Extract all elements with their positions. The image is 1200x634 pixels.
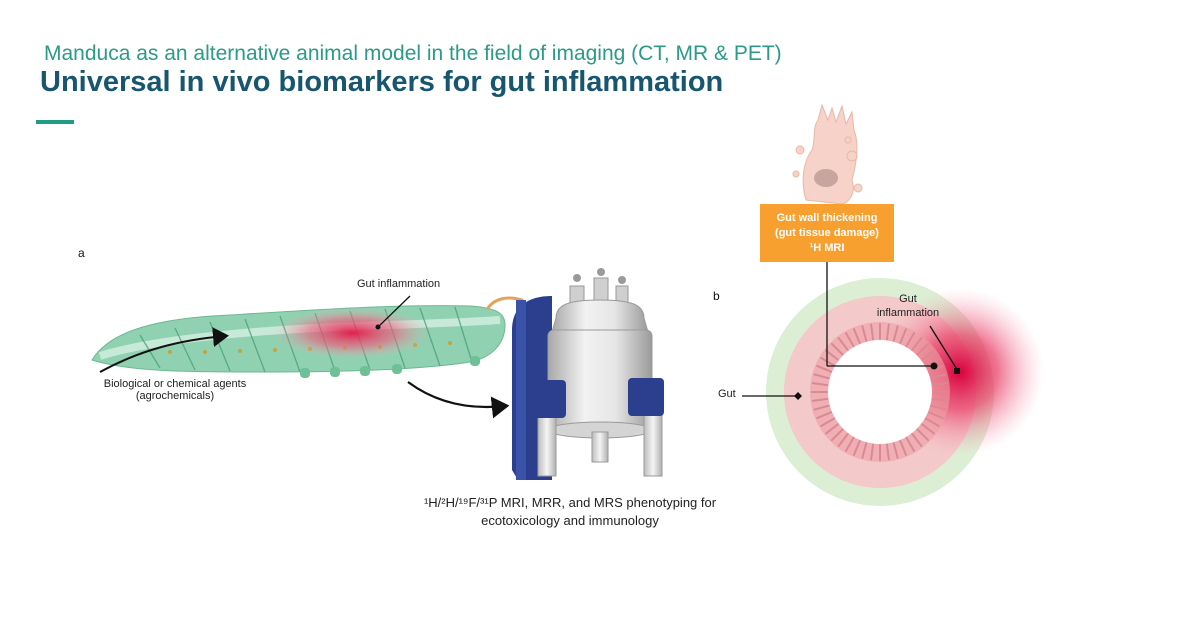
villus	[924, 417, 940, 427]
villus	[813, 373, 830, 380]
gut-inflammation-b-line2: inflammation	[876, 307, 940, 319]
box-line2: (gut tissue damage)	[775, 226, 879, 239]
villus	[931, 382, 949, 387]
panel-a-letter: a	[78, 246, 85, 260]
villus	[911, 433, 923, 447]
villus	[820, 417, 836, 427]
villus	[813, 404, 830, 411]
villus	[837, 337, 849, 351]
villus	[905, 436, 915, 452]
agents-label-line1: Biological or chemical agents	[103, 378, 247, 390]
villus	[892, 442, 899, 459]
villus	[845, 332, 855, 348]
villus	[930, 373, 947, 380]
villus	[811, 397, 829, 402]
villus	[905, 332, 915, 348]
villus	[930, 404, 947, 411]
villus	[921, 349, 935, 361]
gut-inflammation-pointer-b	[929, 325, 959, 372]
villus	[924, 357, 940, 367]
agents-label-line2: (agrochemicals)	[135, 390, 215, 402]
mri-caption-line2: ecotoxicology and immunology	[481, 513, 659, 528]
villus	[927, 411, 944, 420]
villus	[811, 382, 829, 387]
villus	[861, 442, 868, 459]
mri-scanner-illustration	[512, 268, 664, 480]
villus	[916, 342, 930, 356]
box-line1: Gut wall thickening	[776, 211, 878, 224]
villus	[911, 337, 923, 351]
villus	[916, 428, 930, 442]
villus	[852, 328, 861, 345]
villus	[899, 328, 908, 345]
slide-title: Universal in vivo biomarkers for gut inf…	[40, 66, 724, 98]
villus	[870, 323, 875, 341]
villus	[921, 423, 935, 435]
gut-label: Gut	[718, 388, 736, 400]
to-mri-arrow	[407, 381, 510, 419]
villus	[885, 443, 890, 461]
villus	[825, 423, 839, 435]
title-accent-bar	[36, 120, 74, 124]
villus	[830, 342, 844, 356]
villus	[830, 428, 844, 442]
villus	[825, 349, 839, 361]
box-line3: ¹H MRI	[809, 241, 845, 254]
mri-caption-line1: ¹H/²H/¹⁹F/³¹P MRI, MRR, and MRS phenotyp…	[423, 495, 717, 510]
caterpillar-illustration	[91, 296, 524, 378]
villus	[885, 323, 890, 341]
villus	[852, 439, 861, 456]
gut-inflammation-pointer-a	[377, 295, 411, 328]
villus	[816, 364, 833, 373]
villus	[845, 436, 855, 452]
agents-arrow	[99, 327, 229, 373]
damaged-tissue-icon	[792, 103, 863, 205]
gut-inflammation-label-a: Gut inflammation	[357, 278, 441, 290]
mri-caption: ¹H/²H/¹⁹F/³¹P MRI, MRR, and MRS phenotyp…	[390, 494, 750, 530]
panel-b-letter: b	[713, 289, 720, 303]
villus	[899, 439, 908, 456]
gut-inflammation-b-line1: Gut	[899, 293, 917, 305]
villus	[816, 411, 833, 420]
villus	[861, 325, 868, 342]
villus	[931, 397, 949, 402]
gut-inflammation-label-b: Gut inflammation	[866, 292, 950, 320]
slide-subtitle: Manduca as an alternative animal model i…	[44, 42, 782, 65]
agents-label: Biological or chemical agents (agrochemi…	[90, 378, 260, 402]
villus	[892, 325, 899, 342]
gut-wall-thickening-box: Gut wall thickening (gut tissue damage) …	[760, 204, 894, 262]
villus	[870, 443, 875, 461]
villus	[837, 433, 849, 447]
